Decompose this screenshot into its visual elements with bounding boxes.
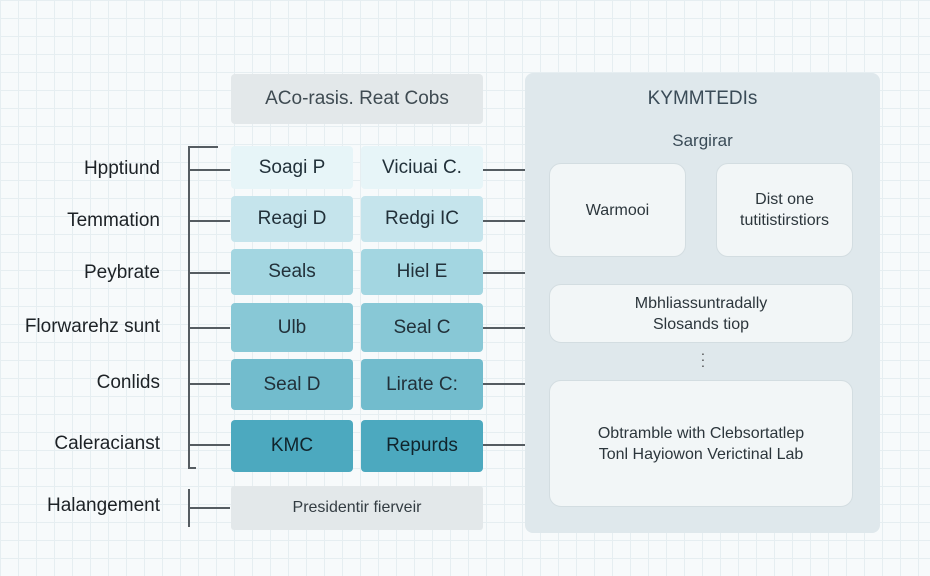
panel-box-wide-line1: Mbhliassuntradally — [634, 294, 768, 312]
cell-left-3[interactable]: Seals — [231, 249, 353, 295]
row-tick — [188, 383, 230, 385]
panel-box-big-line2: Tonl Hayiowon Verictinal Lab — [598, 445, 804, 463]
connector-line — [483, 272, 525, 274]
panel-box-big[interactable]: Obtramble with Clebsortatlep Tonl Hayiow… — [549, 380, 853, 507]
cell-text: Seal C — [393, 316, 451, 338]
cell-text: Viciuai C. — [382, 156, 462, 178]
cell-text: Lirate C: — [386, 373, 458, 395]
panel-box-right[interactable]: Dist one tutitistirstiors — [716, 163, 853, 257]
row-label-1: Hpptiund — [83, 158, 160, 179]
row-label-3: Peybrate — [83, 262, 160, 283]
row-tick — [188, 327, 230, 329]
connector-line — [483, 169, 525, 171]
cell-left-6[interactable]: KMC — [231, 420, 353, 472]
cell-text: Repurds — [386, 435, 458, 456]
panel-box-wide[interactable]: Mbhliassuntradally Slosands tiop — [549, 284, 853, 343]
vertical-dotted-connector: ··· — [700, 345, 706, 373]
cell-text: Redgi IC — [385, 208, 459, 229]
cell-right-1[interactable]: Viciuai C. — [361, 146, 483, 189]
header-title: ACo-rasis. Reat Cobs — [265, 88, 449, 109]
cell-left-2[interactable]: Reagi D — [231, 196, 353, 242]
bracket-tick — [188, 467, 196, 469]
panel-title: KYMMTEDIs — [647, 88, 758, 109]
cell-text: KMC — [270, 435, 314, 456]
row-label-6: Caleracianst — [54, 433, 160, 454]
cell-text: Seals — [268, 261, 316, 282]
cell-left-5[interactable]: Seal D — [231, 359, 353, 410]
cell-left-4[interactable]: Ulb — [231, 303, 353, 352]
panel-box-big-line1: Obtramble with Clebsortatlep — [597, 424, 805, 442]
panel-box-right-line1: Dist one — [755, 191, 814, 208]
connector-line — [483, 327, 525, 329]
header-box: ACo-rasis. Reat Cobs — [231, 74, 483, 124]
connector-line — [483, 220, 525, 222]
cell-text: Reagi D — [257, 208, 327, 229]
panel-box-wide-line2: Slosands tiop — [652, 315, 750, 333]
row-tick — [188, 507, 230, 509]
cell-text: Ulb — [277, 316, 307, 338]
row-label-2: Temmation — [67, 210, 160, 231]
panel-box-left-text: Warmooi — [585, 201, 650, 219]
row-tick — [188, 220, 230, 222]
cell-right-3[interactable]: Hiel E — [361, 249, 483, 295]
bottom-cell-text: Presidentir fierveir — [292, 499, 422, 516]
cell-right-6[interactable]: Repurds — [361, 420, 483, 472]
row-label-bottom: Halangement — [46, 495, 160, 516]
cell-right-2[interactable]: Redgi IC — [361, 196, 483, 242]
connector-line — [483, 383, 525, 385]
bottom-cell[interactable]: Presidentir fierveir — [231, 486, 483, 530]
row-tick — [188, 169, 230, 171]
cell-left-1[interactable]: Soagi P — [231, 146, 353, 189]
bracket-tick — [188, 146, 218, 148]
cell-text: Hiel E — [396, 261, 448, 282]
cell-right-5[interactable]: Lirate C: — [361, 359, 483, 410]
row-label-5: Conlids — [96, 372, 160, 393]
cell-right-4[interactable]: Seal C — [361, 303, 483, 352]
cell-text: Seal D — [263, 373, 321, 395]
cell-text: Soagi P — [258, 156, 326, 178]
panel-subtitle: Sargirar — [672, 131, 733, 150]
left-bracket-upper — [188, 146, 190, 468]
connector-line — [483, 444, 525, 446]
row-tick — [188, 444, 230, 446]
panel-box-left[interactable]: Warmooi — [549, 163, 686, 257]
row-label-4: Florwarehz sunt — [24, 316, 160, 337]
panel-box-right-line2: tutitistirstiors — [740, 212, 829, 229]
row-tick — [188, 272, 230, 274]
